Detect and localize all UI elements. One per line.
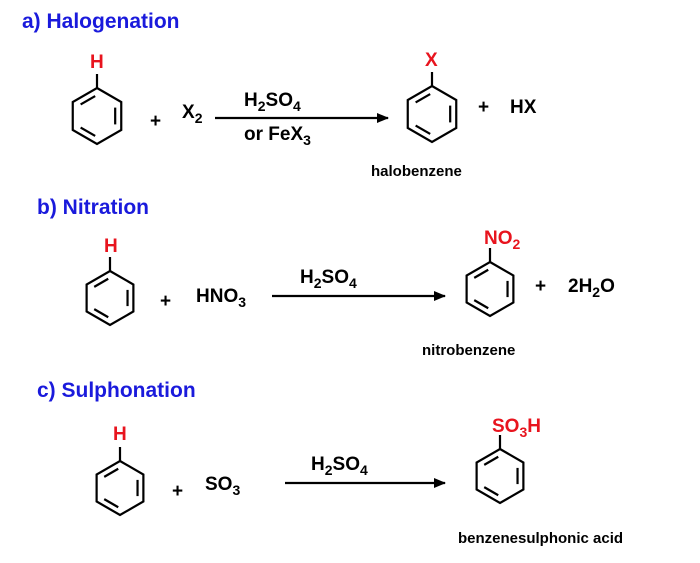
- plus-sign: +: [172, 481, 183, 502]
- reactant-substituent-h: H: [104, 236, 118, 257]
- double-bond: [473, 299, 489, 310]
- double-bond: [80, 126, 96, 137]
- plus-sign: +: [478, 97, 489, 118]
- section-title-nitration: b) Nitration: [37, 196, 149, 219]
- byproduct-water: 2H2O: [568, 276, 615, 300]
- reagent-hno3: HNO3: [196, 286, 246, 310]
- catalyst-h2so4: H2SO4: [244, 90, 301, 114]
- product-name-nitrobenzene: nitrobenzene: [422, 342, 515, 359]
- double-bond: [483, 455, 499, 466]
- double-bond: [103, 467, 119, 478]
- double-bond: [103, 498, 119, 509]
- reagent-x2: X2: [182, 102, 203, 126]
- double-bond: [93, 277, 109, 288]
- double-bond: [415, 93, 431, 104]
- plus-sign: +: [150, 111, 161, 132]
- reactant-benzene-ring: [95, 459, 145, 517]
- catalyst-h2so4: H2SO4: [311, 454, 368, 478]
- section-title-sulphonation: c) Sulphonation: [37, 379, 196, 402]
- section-title-halogenation: a) Halogenation: [22, 10, 180, 33]
- plus-sign: +: [535, 276, 546, 297]
- plus-sign: +: [160, 291, 171, 312]
- reactant-benzene-ring: [71, 86, 123, 146]
- double-bond: [483, 486, 499, 497]
- double-bond: [80, 95, 96, 106]
- reagent-so3: SO3: [205, 474, 240, 498]
- double-bond: [93, 308, 109, 319]
- benzene-rings: [71, 72, 525, 517]
- product-substituent-no2: NO2: [484, 228, 521, 252]
- double-bond: [415, 124, 431, 135]
- product-benzene-ring: [475, 447, 525, 505]
- double-bond: [473, 268, 489, 279]
- catalyst-fex3: or FeX3: [244, 124, 311, 148]
- product-benzene-ring: [406, 84, 458, 144]
- product-name-benzenesulphonic-acid: benzenesulphonic acid: [458, 530, 623, 547]
- product-name-halobenzene: halobenzene: [371, 163, 462, 180]
- product-substituent-so3h: SO3H: [492, 416, 541, 440]
- product-substituent-x: X: [425, 50, 438, 71]
- catalyst-h2so4: H2SO4: [300, 267, 357, 291]
- reactant-substituent-h: H: [90, 52, 104, 73]
- byproduct-hx: HX: [510, 97, 537, 118]
- reactant-benzene-ring: [85, 269, 135, 327]
- reactant-substituent-h: H: [113, 424, 127, 445]
- product-benzene-ring: [465, 260, 515, 318]
